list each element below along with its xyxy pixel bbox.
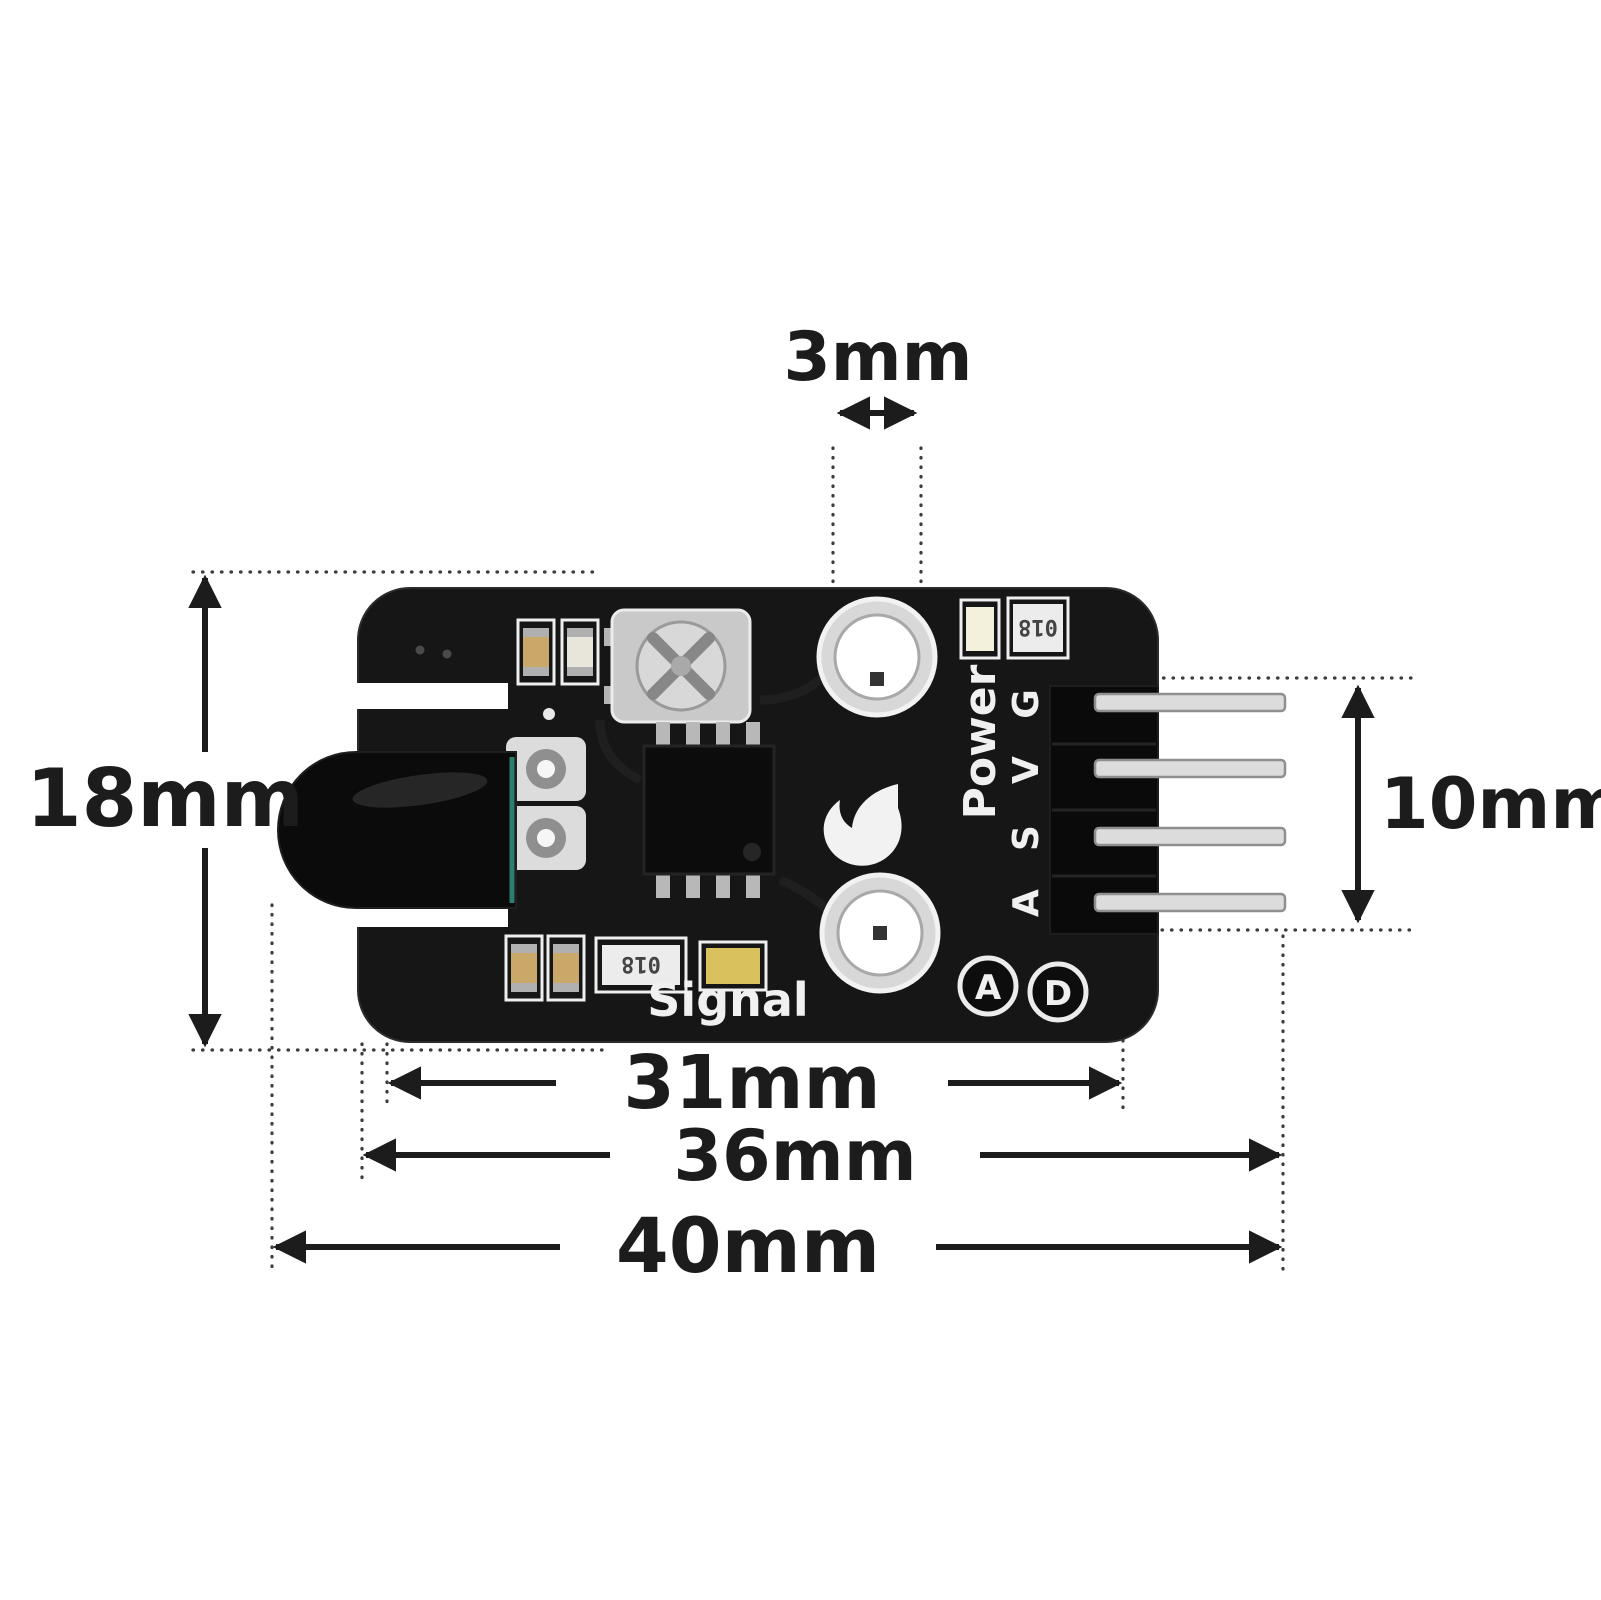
smd-outline bbox=[516, 618, 556, 686]
dim-36mm-label: 36mm bbox=[673, 1115, 916, 1197]
smd-resistor bbox=[1013, 604, 1063, 652]
output-a-badge: A bbox=[957, 955, 1019, 1017]
pin-label-v: V bbox=[1006, 756, 1047, 784]
pad-hole bbox=[537, 760, 555, 778]
fiducial-dot bbox=[442, 649, 452, 659]
pot-screw-center bbox=[671, 656, 691, 676]
smd-cap bbox=[523, 667, 549, 676]
smd-code-label: 018 bbox=[621, 951, 661, 976]
smd-outline bbox=[546, 934, 586, 1002]
pad-hole bbox=[537, 829, 555, 847]
hole-center-marker bbox=[870, 672, 884, 686]
fiducial-dot bbox=[415, 645, 425, 655]
signal-label: Signal bbox=[647, 973, 808, 1027]
potentiometer bbox=[604, 608, 752, 724]
output-a-label: A bbox=[975, 968, 1002, 1008]
smd-cap bbox=[567, 628, 593, 637]
ic-legs-bottom bbox=[656, 872, 760, 898]
smd-outline bbox=[560, 618, 600, 686]
smd-cap bbox=[553, 983, 579, 992]
dim-40mm-label: 40mm bbox=[616, 1201, 880, 1290]
header-pin-s bbox=[1093, 826, 1287, 847]
power-led bbox=[966, 607, 994, 651]
signal-led bbox=[706, 948, 760, 984]
header-pin-g bbox=[1093, 692, 1287, 713]
smd-outline bbox=[698, 940, 768, 992]
output-d-badge: D bbox=[1027, 961, 1089, 1023]
smd-cap bbox=[511, 944, 537, 953]
ic-pin1-dot bbox=[743, 843, 761, 861]
output-d-label: D bbox=[1044, 974, 1072, 1014]
smd-group-top-right: 018 bbox=[959, 596, 1070, 660]
header-pins bbox=[1093, 692, 1287, 913]
dim-18mm-label: 18mm bbox=[26, 752, 304, 845]
smd-code-label: 018 bbox=[1018, 614, 1058, 639]
mounting-hole-bottom bbox=[819, 872, 941, 994]
pcb-trace bbox=[595, 719, 643, 785]
smd-outline bbox=[594, 936, 688, 994]
smd-cap bbox=[567, 667, 593, 676]
power-label: Power bbox=[955, 664, 1006, 819]
pin-label-g: G bbox=[1006, 689, 1047, 719]
pin-label-s: S bbox=[1006, 825, 1047, 851]
pin-header bbox=[1049, 685, 1287, 935]
smd-resistor-group-bottom-left bbox=[504, 934, 586, 1002]
smd-outline bbox=[959, 598, 1001, 660]
smd-cap bbox=[511, 983, 537, 992]
mounting-hole-top bbox=[816, 596, 938, 718]
smd-outline bbox=[1006, 596, 1070, 660]
smd-cap bbox=[523, 628, 549, 637]
dimension-labels: 3mm 18mm 10mm 31mm 36mm 40mm bbox=[26, 318, 1601, 1290]
header-pin-a bbox=[1093, 892, 1287, 913]
ir-receiver bbox=[277, 751, 517, 909]
ir-solder-pads bbox=[506, 737, 586, 870]
hole-center-marker bbox=[873, 926, 887, 940]
header-pin-v bbox=[1093, 758, 1287, 779]
ir-highlight bbox=[352, 772, 488, 808]
flame-logo bbox=[823, 784, 902, 866]
smd-cap bbox=[553, 944, 579, 953]
pin-label-a: A bbox=[1006, 889, 1047, 917]
smd-outline bbox=[504, 934, 544, 1002]
ic-chip bbox=[642, 722, 776, 898]
dim-3mm-label: 3mm bbox=[783, 318, 972, 397]
dim-31mm-label: 31mm bbox=[623, 1040, 880, 1126]
dimension-arrows bbox=[188, 396, 1375, 1264]
silkscreen-dot bbox=[543, 708, 555, 720]
smd-group-bottom-middle: 018 bbox=[594, 936, 768, 994]
pcb-module: 018 018 bbox=[277, 587, 1287, 1043]
board-notch-top bbox=[350, 683, 508, 709]
smd-resistor bbox=[602, 945, 680, 985]
dim-10mm-label: 10mm bbox=[1380, 763, 1601, 845]
smd-resistor-group-top-left bbox=[516, 618, 600, 686]
ic-legs-top bbox=[656, 722, 760, 748]
